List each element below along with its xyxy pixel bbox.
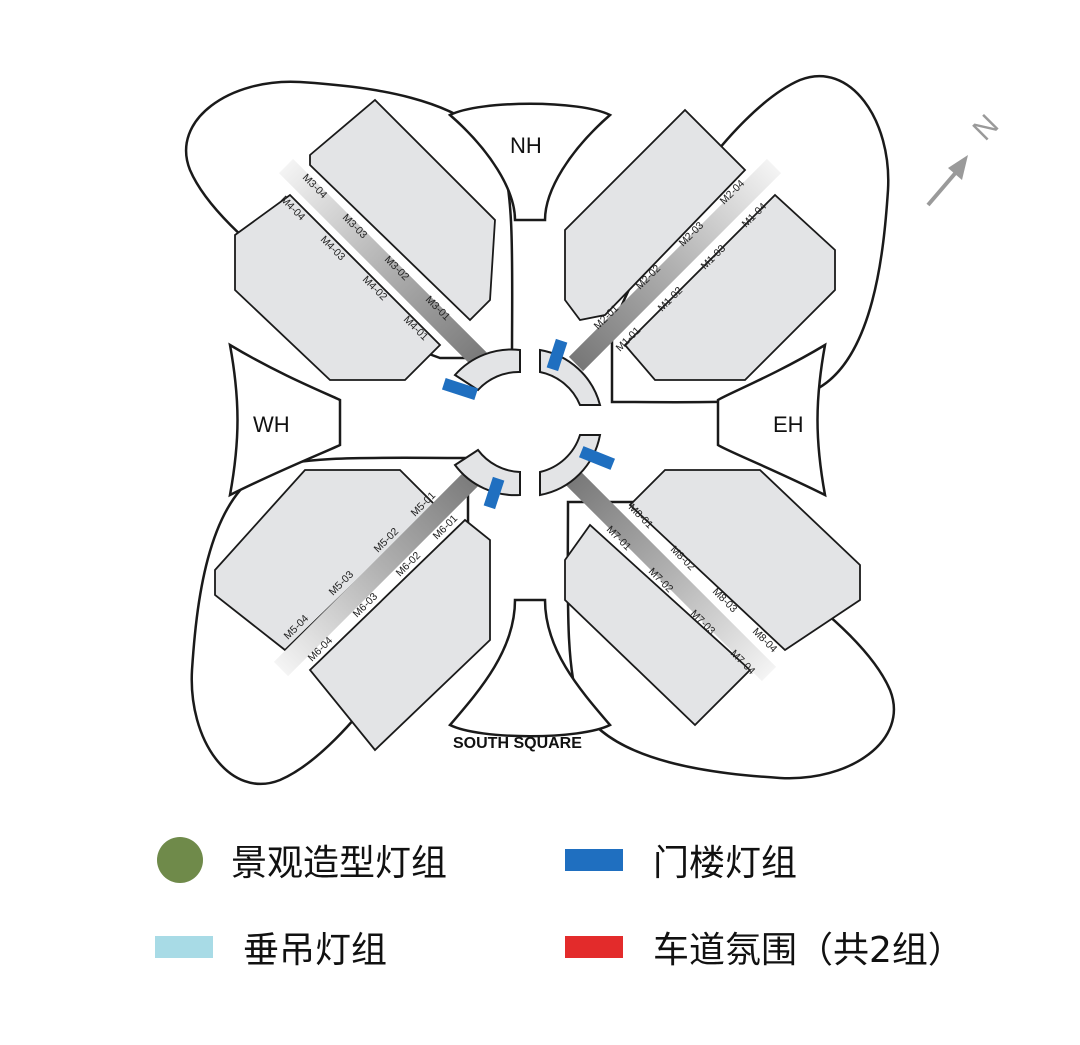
hanging-light-swatch <box>155 936 213 958</box>
gate-light-nw <box>441 378 479 400</box>
label-eh: EH <box>773 412 804 437</box>
gate-light-ne <box>546 338 568 372</box>
east-hall <box>716 342 827 498</box>
legend-item-hanging: 垂吊灯组 <box>155 922 387 972</box>
south-square <box>448 598 612 738</box>
corridor-bottom-right <box>563 468 777 682</box>
central-rotunda <box>453 348 602 497</box>
gate-light-swatch <box>565 849 623 871</box>
legend-label: 车道氛围（共2组） <box>653 930 964 971</box>
label-south-square: SOUTH SQUARE <box>453 735 582 752</box>
legend-label: 景观造型灯组 <box>231 843 448 884</box>
gate-lights <box>441 338 616 510</box>
north-hall <box>447 102 613 222</box>
halls-bottom-left <box>214 469 491 752</box>
west-hall <box>228 342 342 498</box>
legend-label: 垂吊灯组 <box>243 930 388 971</box>
gate-light-sw <box>483 476 505 510</box>
north-label: N <box>967 108 1006 147</box>
landscape-light-swatch <box>157 837 203 883</box>
north-arrow-icon: N <box>926 108 1006 207</box>
lane-light-swatch <box>565 936 623 958</box>
label-wh: WH <box>253 412 290 437</box>
legend-item-gate: 门楼灯组 <box>565 835 797 885</box>
legend-item-landscape: 景观造型灯组 <box>157 835 447 885</box>
gate-light-se <box>578 446 616 470</box>
label-nh: NH <box>510 133 542 158</box>
corridor-top-left <box>278 158 492 372</box>
corridor-top-right <box>568 158 782 372</box>
halls-top-right <box>564 108 836 381</box>
halls-top-left <box>234 98 496 381</box>
corridor-bottom-left <box>273 463 487 677</box>
legend-label: 门楼灯组 <box>653 843 798 884</box>
halls-bottom-right <box>564 469 861 727</box>
legend-item-lane: 车道氛围（共2组） <box>565 922 964 972</box>
exhibition-floor-plan: NH WH EH SOUTH SQUARE M3-04 M3-03 M3-02 … <box>184 74 1006 786</box>
